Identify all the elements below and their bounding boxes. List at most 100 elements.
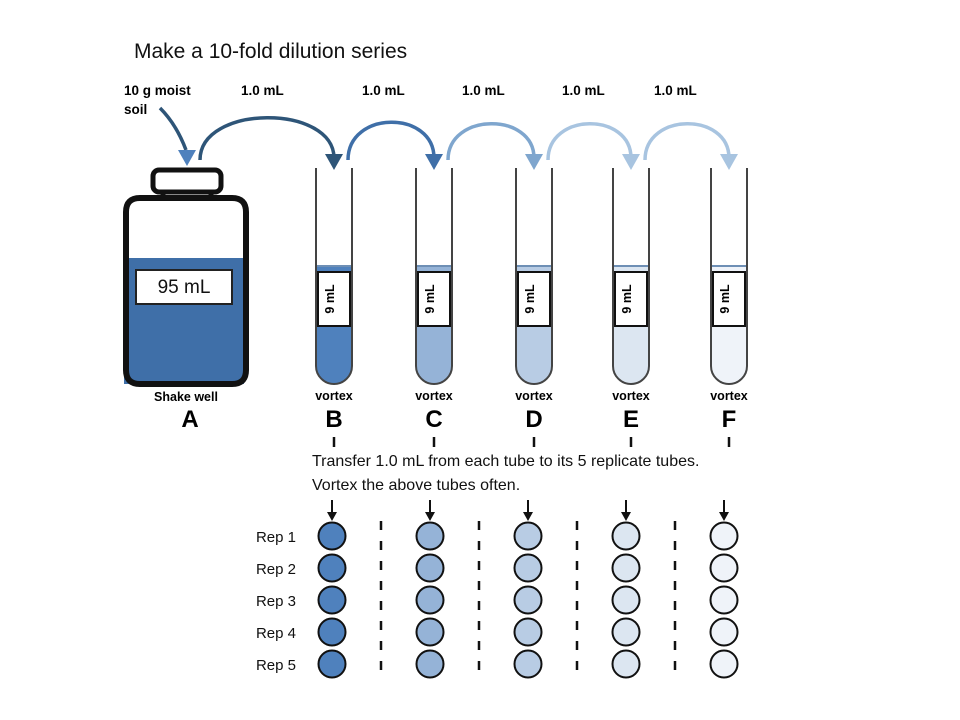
bottle-volume-box	[135, 269, 233, 305]
tube-letter: F	[722, 406, 737, 433]
replicate-tube-E-1[interactable]	[611, 521, 641, 551]
replicate-row-label: Rep 4	[256, 625, 296, 642]
tube-letter: E	[623, 406, 639, 433]
replicate-tube-B-4[interactable]	[317, 617, 347, 647]
tube-action-label: vortex	[515, 389, 553, 403]
tube-volume-label: 9 mL	[620, 284, 634, 314]
arrow-e-to-f-head	[720, 154, 738, 170]
tube-volume-box	[712, 271, 746, 327]
arrow-a-to-b	[198, 116, 336, 161]
tube-action-label: vortex	[315, 389, 353, 403]
replicate-arrows-group	[327, 500, 729, 521]
tube-letter: D	[525, 406, 542, 433]
replicate-row-label: Rep 1	[256, 529, 296, 546]
instruction-line-1: Transfer 1.0 mL from each tube to its 5 …	[312, 453, 699, 470]
page-title: Make a 10-fold dilution series	[134, 40, 407, 63]
tube-volume-box	[517, 271, 551, 327]
replicate-tube-C-5[interactable]	[415, 649, 445, 679]
bottle-cap	[150, 167, 224, 195]
tube-volume-box	[417, 271, 451, 327]
replicate-down-arrowhead	[621, 512, 631, 521]
instruction-line-2: Vortex the above tubes often.	[312, 477, 520, 494]
replicate-row-label: Rep 3	[256, 593, 296, 610]
replicate-tube-F-1[interactable]	[709, 521, 739, 551]
tube-outline	[710, 168, 748, 385]
replicate-tube-F-5[interactable]	[709, 649, 739, 679]
replicate-down-arrowhead	[523, 512, 533, 521]
tube-volume-label: 9 mL	[323, 284, 337, 314]
bottle-volume-label: 95 mL	[158, 277, 211, 298]
tube-outline	[612, 168, 650, 385]
arrow-a-to-b-head	[325, 154, 343, 170]
source-label-line1: 10 g moist	[124, 83, 191, 98]
replicate-tube-C-4[interactable]	[415, 617, 445, 647]
arrow-b-to-c-head	[425, 154, 443, 170]
bottle-action-label: Shake well	[154, 390, 218, 404]
tube-letter: C	[425, 406, 442, 433]
replicate-down-arrowhead	[425, 512, 435, 521]
replicate-tube-C-1[interactable]	[415, 521, 445, 551]
tube-action-label: vortex	[415, 389, 453, 403]
tube-action-label: vortex	[612, 389, 650, 403]
replicate-tube-E-3[interactable]	[611, 585, 641, 615]
replicate-tube-D-5[interactable]	[513, 649, 543, 679]
column-dividers-group	[379, 521, 677, 676]
replicate-tube-B-1[interactable]	[317, 521, 347, 551]
tick-marks-group	[332, 437, 731, 447]
replicate-down-arrowhead	[327, 512, 337, 521]
tube-volume-label: 9 mL	[718, 284, 732, 314]
replicate-tube-F-4[interactable]	[709, 617, 739, 647]
replicate-row-label: Rep 2	[256, 561, 296, 578]
arrow-c-to-d-head	[525, 154, 543, 170]
transfer-label-5: 1.0 mL	[654, 83, 697, 98]
transfer-arrows-group	[158, 106, 738, 170]
replicate-down-arrowhead	[719, 512, 729, 521]
bottle-body-outline	[123, 195, 249, 387]
tube-volume-box	[614, 271, 648, 327]
tube-letter: B	[325, 406, 342, 433]
replicate-tube-F-3[interactable]	[709, 585, 739, 615]
replicate-tube-B-3[interactable]	[317, 585, 347, 615]
replicate-row-label: Rep 5	[256, 657, 296, 674]
bottle-letter: A	[181, 406, 198, 433]
bottle-liquid-foot	[124, 374, 244, 384]
arrow-b-to-c	[346, 120, 436, 161]
transfer-label-3: 1.0 mL	[462, 83, 505, 98]
tube-outline	[515, 168, 553, 385]
replicate-tube-B-5[interactable]	[317, 649, 347, 679]
replicate-tube-E-5[interactable]	[611, 649, 641, 679]
replicate-tube-D-3[interactable]	[513, 585, 543, 615]
replicate-tube-D-1[interactable]	[513, 521, 543, 551]
transfer-label-1: 1.0 mL	[241, 83, 284, 98]
replicate-tube-C-3[interactable]	[415, 585, 445, 615]
arrow-e-to-f	[643, 122, 731, 161]
source-label-line2: soil	[124, 102, 147, 117]
tube-outline	[415, 168, 453, 385]
arrow-soil-to-a	[158, 106, 188, 151]
tube-action-label: vortex	[710, 389, 748, 403]
bottle-a: 95 mL Shake well A	[123, 167, 249, 433]
arrow-soil-head	[178, 150, 196, 166]
tube-volume-label: 9 mL	[523, 284, 537, 314]
replicate-tube-B-2[interactable]	[317, 553, 347, 583]
transfer-label-4: 1.0 mL	[562, 83, 605, 98]
arrow-c-to-d	[446, 122, 536, 161]
replicate-tube-E-4[interactable]	[611, 617, 641, 647]
replicate-tube-E-2[interactable]	[611, 553, 641, 583]
replicate-tube-F-2[interactable]	[709, 553, 739, 583]
transfer-label-2: 1.0 mL	[362, 83, 405, 98]
tube-outline	[315, 168, 353, 385]
arrow-d-to-e	[546, 122, 633, 161]
tube-volume-label: 9 mL	[423, 284, 437, 314]
replicate-tube-D-4[interactable]	[513, 617, 543, 647]
replicate-tube-C-2[interactable]	[415, 553, 445, 583]
replicate-tube-D-2[interactable]	[513, 553, 543, 583]
